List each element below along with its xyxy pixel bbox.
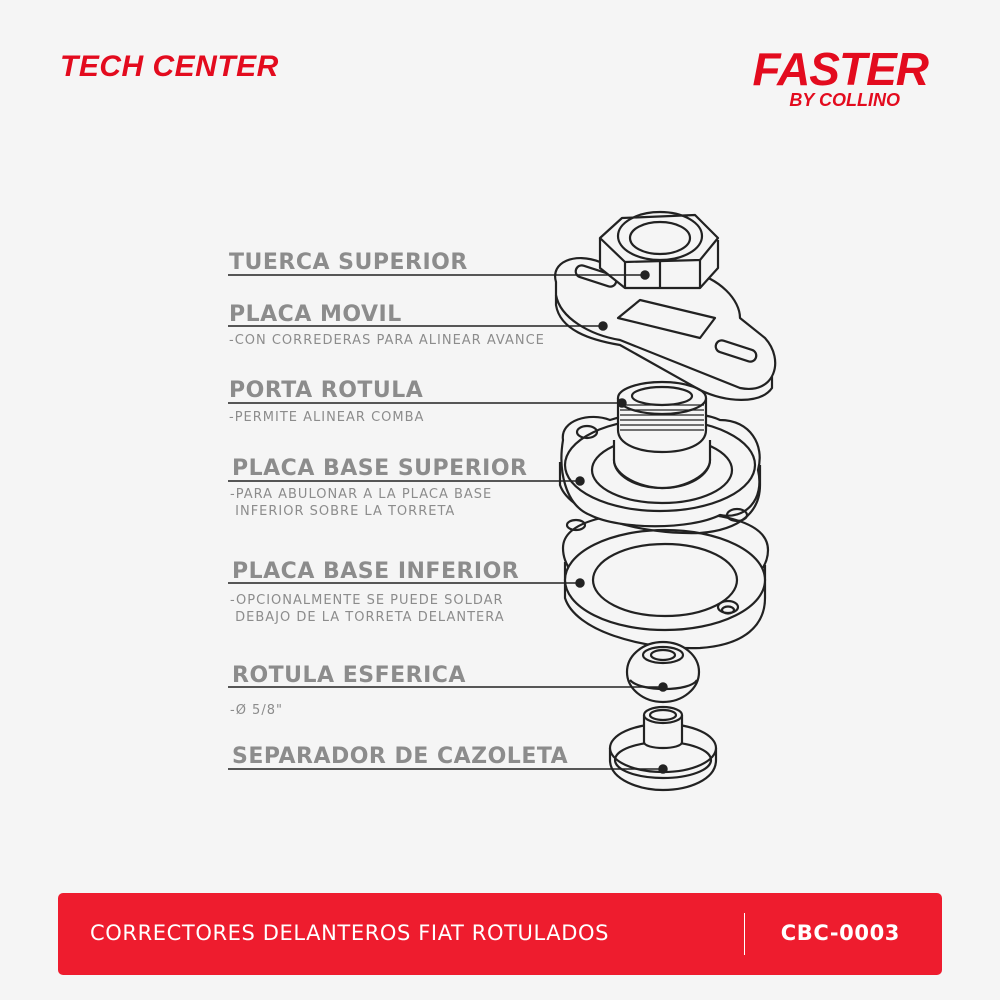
rotula-esferica-part bbox=[625, 640, 701, 704]
part-label-separador-cazoleta: SEPARADOR DE CAZOLETA bbox=[232, 744, 569, 769]
part-desc-placa-movil: -CON CORREDERAS PARA ALINEAR AVANCE bbox=[229, 333, 545, 348]
part-desc-porta-rotula: -PERMITE ALINEAR COMBA bbox=[229, 410, 425, 425]
part-desc-placa-base-superior: -PARA ABULONAR A LA PLACA BASE INFERIOR … bbox=[230, 487, 493, 519]
tuerca-superior-part bbox=[598, 210, 720, 290]
product-code: CBC-0003 bbox=[780, 921, 900, 945]
separador-cazoleta-part bbox=[608, 705, 718, 792]
footer-divider bbox=[744, 913, 745, 955]
product-title: CORRECTORES DELANTEROS FIAT ROTULADOS bbox=[90, 921, 610, 945]
product-footer-bar: CORRECTORES DELANTEROS FIAT ROTULADOS CB… bbox=[58, 893, 942, 975]
part-desc-placa-base-inferior: -OPCIONALMENTE SE PUEDE SOLDAR DEBAJO DE… bbox=[230, 593, 505, 625]
part-label-placa-base-superior: PLACA BASE SUPERIOR bbox=[232, 456, 528, 481]
placa-movil-part bbox=[554, 257, 777, 401]
faster-logo-text: FASTER bbox=[752, 43, 929, 95]
tech-center-logo: TECH CENTER bbox=[60, 50, 279, 83]
part-label-placa-movil: PLACA MOVIL bbox=[229, 302, 402, 327]
part-label-tuerca-superior: TUERCA SUPERIOR bbox=[229, 250, 468, 275]
part-label-rotula-esferica: ROTULA ESFERICA bbox=[232, 663, 466, 688]
faster-logo: FASTER BY COLLINO bbox=[752, 43, 929, 111]
part-desc-rotula-esferica: -Ø 5/8" bbox=[230, 703, 283, 718]
faster-logo-sub: BY COLLINO bbox=[789, 90, 900, 110]
porta-rotula-part bbox=[612, 380, 712, 490]
placa-base-inferior-part bbox=[561, 510, 770, 650]
part-label-porta-rotula: PORTA ROTULA bbox=[229, 378, 424, 403]
part-label-placa-base-inferior: PLACA BASE INFERIOR bbox=[232, 559, 520, 584]
